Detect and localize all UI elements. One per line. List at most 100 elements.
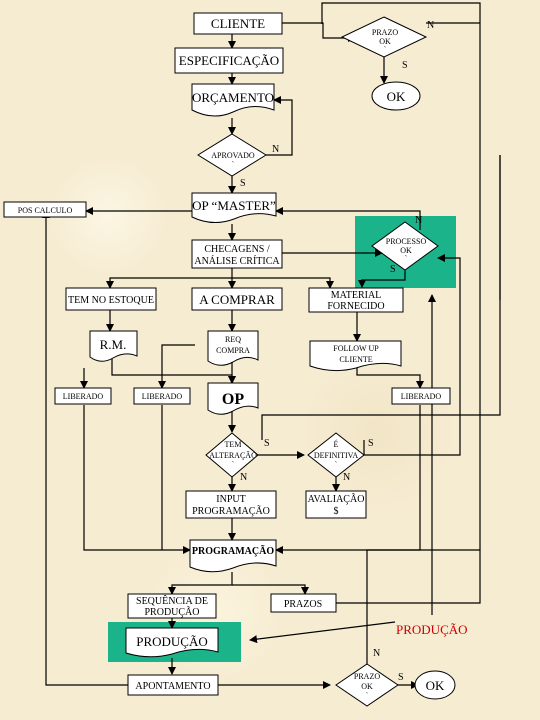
connector-apont-poscalc [42, 210, 128, 686]
node-ok-top: OK [371, 81, 421, 111]
svg-text:OK: OK [387, 89, 406, 104]
svg-text:OP: OP [222, 391, 244, 408]
node-rm: R.M. [89, 330, 138, 362]
svg-text:PROGRAMAÇÃO: PROGRAMAÇÃO [192, 545, 274, 557]
svg-text:APROVADO: APROVADO [211, 151, 255, 160]
node-aprovado: APROVADO ` [197, 133, 267, 177]
label-s: S [402, 60, 408, 71]
connector-prazos-right [336, 550, 481, 604]
svg-text:LIBERADO: LIBERADO [142, 392, 183, 401]
node-cliente: CLIENTE [193, 12, 283, 35]
svg-text:TEM NO ESTOQUE: TEM NO ESTOQUE [68, 295, 154, 306]
connector-lib3-prog [275, 405, 421, 554]
svg-text:$: $ [334, 506, 339, 517]
connector-req-liberado [158, 344, 195, 389]
node-especificacao: ESPECIFICAÇÃO [174, 47, 284, 74]
node-tem-alteracao: TEM ALTERAÇÃO ` [205, 432, 259, 478]
svg-text:REQ: REQ [225, 335, 241, 344]
label-s: S [264, 438, 270, 449]
svg-text:OK: OK [400, 246, 412, 255]
label-s: S [398, 672, 404, 683]
svg-text:PRODUÇÃO: PRODUÇÃO [136, 634, 208, 649]
svg-text:ALTERAÇÃO: ALTERAÇÃO [209, 450, 257, 460]
node-pos-calculo: POS CALCULO [3, 201, 87, 218]
node-checagens: CHECAGENS / ANÁLISE CRÍTICA [191, 239, 283, 269]
connector-check-material [232, 277, 334, 289]
svg-text:TEM: TEM [225, 440, 242, 449]
svg-text:POS CALCULO: POS CALCULO [18, 206, 73, 215]
node-op: OP [207, 382, 259, 415]
svg-text:ANÁLISE CRÍTICA: ANÁLISE CRÍTICA [194, 255, 280, 267]
label-n: N [427, 20, 434, 31]
connector-lib1-prog [83, 405, 191, 554]
svg-text:É: É [334, 439, 339, 449]
svg-text:CHECAGENS /: CHECAGENS / [204, 244, 270, 255]
svg-text:OK: OK [426, 678, 445, 693]
node-processo-ok: PROCESSO OK ` [371, 221, 439, 271]
label-n: N [272, 144, 279, 155]
svg-text:LIBERADO: LIBERADO [63, 392, 104, 401]
label-n: N [373, 648, 380, 659]
svg-text:PROGRAMAÇÃO: PROGRAMAÇÃO [192, 505, 270, 517]
svg-text:COMPRA: COMPRA [216, 346, 250, 355]
svg-text:R.M.: R.M. [100, 337, 127, 352]
node-avaliacao: AVALIAÇÃO $ [305, 490, 367, 519]
connector-prog-prazos [232, 584, 309, 595]
connector-cliente-prazo [282, 22, 356, 42]
node-liberado-3: LIBERADO [391, 387, 451, 405]
svg-text:PRAZOS: PRAZOS [284, 599, 322, 610]
svg-text:INPUT: INPUT [216, 494, 245, 505]
svg-text:A COMPRAR: A COMPRAR [199, 292, 275, 307]
svg-text:ESPECIFICAÇÃO: ESPECIFICAÇÃO [179, 53, 279, 68]
svg-text:SEQUÊNCIA DE: SEQUÊNCIA DE [136, 595, 208, 607]
svg-text:APONTAMENTO: APONTAMENTO [135, 681, 210, 692]
svg-text:`: ` [232, 460, 235, 469]
svg-text:`: ` [335, 460, 338, 469]
svg-text:ORÇAMENTO: ORÇAMENTO [192, 90, 274, 105]
node-liberado-2: LIBERADO [133, 387, 191, 405]
svg-text:PRAZO: PRAZO [372, 28, 398, 37]
connector-processo-n [275, 207, 421, 230]
label-n: N [240, 472, 247, 483]
node-prazo-ok-bottom: PRAZO OK ` [335, 663, 399, 707]
connector-definitiva-s [363, 254, 461, 456]
svg-text:FOLLOW UP: FOLLOW UP [333, 344, 379, 353]
connector-check-estoque [106, 268, 233, 289]
node-liberado-1: LIBERADO [54, 387, 112, 405]
svg-text:MATERIAL: MATERIAL [331, 290, 382, 301]
svg-text:OK: OK [379, 37, 391, 46]
producao-label: PRODUÇÃO [396, 622, 468, 637]
node-a-comprar: A COMPRAR [191, 287, 283, 311]
node-prazos: PRAZOS [270, 593, 337, 613]
svg-text:`: ` [405, 254, 408, 263]
connectors [42, 2, 501, 689]
node-orcamento: ORÇAMENTO [191, 83, 275, 117]
svg-text:OP “MASTER”: OP “MASTER” [192, 198, 276, 213]
svg-text:FORNECIDO: FORNECIDO [327, 301, 384, 312]
connector-producao-label [249, 621, 396, 644]
svg-text:`: ` [384, 45, 387, 54]
connector-follow-liberado [356, 368, 424, 389]
svg-text:LIBERADO: LIBERADO [401, 392, 442, 401]
node-producao: PRODUÇÃO [125, 627, 219, 658]
svg-text:CLIENTE: CLIENTE [211, 16, 265, 31]
node-material-fornecido: MATERIAL FORNECIDO [308, 287, 404, 313]
node-op-master: OP “MASTER” [191, 192, 277, 223]
node-req-compra: REQ COMPRA [207, 330, 259, 366]
connector-return-top [321, 2, 481, 668]
label-n: N [415, 215, 422, 226]
label-s: S [390, 264, 396, 275]
node-ok-bottom: OK [414, 670, 456, 700]
svg-text:PRAZO: PRAZO [354, 672, 380, 681]
node-tem-no-estoque: TEM NO ESTOQUE [65, 287, 157, 311]
svg-text:OK: OK [361, 682, 373, 691]
connector-processo-s [358, 268, 406, 288]
node-programacao: PROGRAMAÇÃO [189, 539, 277, 573]
node-apontamento: APONTAMENTO [127, 674, 219, 696]
svg-text:PROCESSO: PROCESSO [386, 237, 427, 246]
connector-aprovado-n [266, 96, 293, 156]
svg-text:`: ` [232, 160, 235, 169]
node-sequencia: SEQUÊNCIA DE PRODUÇÃO [127, 593, 217, 619]
svg-text:`: ` [366, 691, 369, 700]
